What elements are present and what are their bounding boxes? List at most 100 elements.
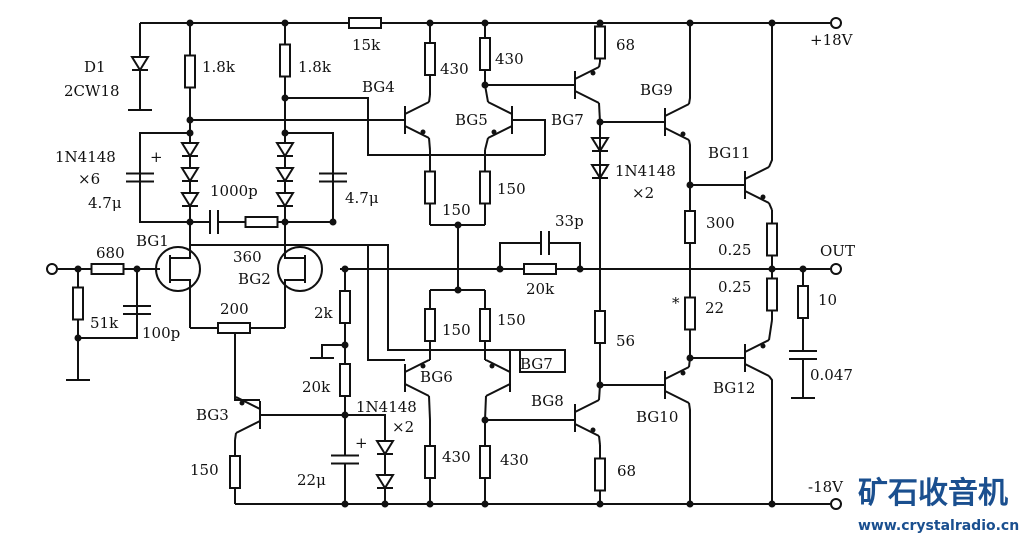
label-bg7-bottom: BG7 [520, 355, 553, 373]
wire [170, 279, 191, 328]
resistor [766, 222, 778, 257]
transistor-emitter-arrow [680, 370, 686, 376]
wire [744, 363, 770, 377]
junction-dot [426, 500, 434, 508]
label-diodes-left-count: ×6 [78, 170, 100, 188]
label-diodes-low-count: ×2 [392, 418, 414, 436]
wire [484, 395, 487, 421]
resistor [479, 308, 491, 342]
resistor [594, 457, 606, 492]
label-c33p: 33p [555, 212, 584, 230]
diode-icon [180, 142, 200, 158]
jfet-bg1 [155, 246, 201, 292]
label-negative-supply: -18V [808, 478, 844, 496]
label-bg4: BG4 [362, 78, 395, 96]
wire [768, 319, 773, 341]
resistor [184, 54, 196, 89]
resistor [424, 170, 436, 205]
label-r22: 22 [705, 299, 724, 317]
wire [574, 66, 600, 80]
junction-dot [686, 500, 694, 508]
resistor [90, 263, 125, 275]
resistor [523, 263, 557, 275]
labels: +18V -18V OUT D1 2CW18 1.8k 1.8k 15k 430… [55, 31, 1019, 534]
wire [404, 125, 430, 139]
wire [574, 423, 600, 437]
label-r150c: 150 [442, 321, 471, 339]
junction-dot [496, 265, 504, 273]
label-r15k: 15k [352, 36, 381, 54]
label-c4u7b: 4.7μ [345, 189, 379, 207]
label-c22u: 22μ [297, 471, 326, 489]
wire [484, 137, 489, 151]
wire [321, 344, 345, 358]
terminal [830, 263, 842, 275]
label-r1: 1.8k [202, 58, 236, 76]
resistor [339, 363, 351, 397]
wire [285, 97, 545, 156]
watermark-url: www.crystalradio.cn [858, 518, 1019, 534]
wire [664, 390, 690, 404]
wire [664, 127, 690, 141]
diode-icon [275, 192, 295, 208]
junction-dot [481, 500, 489, 508]
wire [484, 84, 489, 103]
wire [234, 432, 237, 441]
wire [664, 103, 690, 117]
wire [664, 366, 690, 380]
label-bg1: BG1 [136, 232, 169, 250]
wire [190, 244, 405, 361]
wire [574, 399, 600, 413]
resistor [594, 25, 606, 60]
wire [560, 242, 581, 269]
wire [768, 23, 773, 168]
wire [284, 279, 305, 328]
label-diodes-mid-count: ×2 [632, 184, 654, 202]
label-r20k-fb: 20k [526, 280, 555, 298]
transistor-emitter-arrow [590, 427, 596, 433]
label-r025b: 0.25 [718, 278, 751, 296]
wire [285, 244, 520, 351]
label-diodes-left: 1N4148 [55, 148, 116, 166]
jfet-bg2 [277, 246, 323, 292]
label-bg7-top: BG7 [551, 111, 584, 129]
label-d1-part: 2CW18 [64, 82, 120, 100]
diode-icon [275, 142, 295, 158]
label-r150-bg3: 150 [190, 461, 219, 479]
diode-icon [180, 192, 200, 208]
label-c1000p: 1000p [210, 182, 258, 200]
wire [512, 119, 546, 155]
label-r68-top: 68 [616, 36, 635, 54]
terminal [830, 17, 842, 29]
label-r200: 200 [220, 300, 249, 318]
resistor [279, 43, 291, 78]
transistor-emitter-arrow [491, 129, 497, 135]
wire [485, 383, 511, 397]
resistor [72, 286, 84, 321]
wire [487, 101, 513, 115]
resistor [339, 290, 351, 324]
label-r430b: 430 [495, 50, 524, 68]
label-c0047: 0.047 [810, 366, 853, 384]
label-r300: 300 [706, 214, 735, 232]
wire [404, 359, 430, 373]
wire [428, 137, 431, 151]
wire [519, 349, 566, 373]
junction-dot [596, 500, 604, 508]
transistor-emitter-arrow [420, 129, 426, 135]
wire [744, 190, 770, 204]
junction-dot [329, 218, 337, 226]
transistor-emitter-arrow [760, 343, 766, 349]
label-r025a: 0.25 [718, 241, 751, 259]
wire [345, 414, 386, 504]
label-r68-bottom: 68 [617, 462, 636, 480]
label-plus-b: + [355, 434, 368, 452]
label-positive-supply: +18V [810, 31, 854, 49]
potentiometer-200 [217, 322, 251, 334]
diode-icon [180, 167, 200, 183]
resistor [594, 310, 606, 344]
wire [428, 395, 431, 421]
resistor [479, 445, 491, 479]
wire [139, 132, 190, 223]
